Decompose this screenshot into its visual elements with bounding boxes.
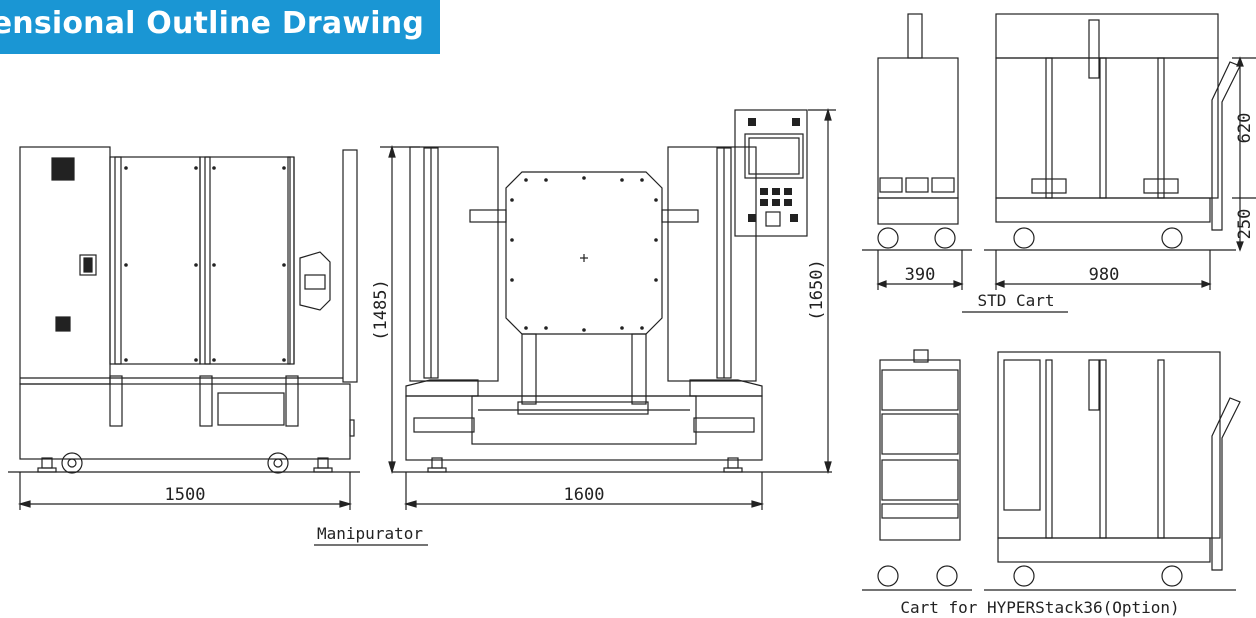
dim-250: 250 [1235,209,1255,240]
dim-1500: 1500 [165,485,206,505]
dim-620: 620 [1235,113,1255,144]
dim-390: 390 [905,265,936,285]
std-cart-drawing [862,13,1256,313]
manipurator-side-view [8,146,360,510]
page-title: ensional Outline Drawing [0,6,424,41]
manipurator-front-view [380,107,836,510]
caption-std-cart: STD Cart [977,291,1054,310]
dim-980: 980 [1089,265,1120,285]
caption-option-cart: Cart for HYPERStack36(Option) [900,598,1179,617]
option-cart-drawing [862,349,1241,591]
dim-1485: (1485) [371,279,391,340]
title-banner: ensional Outline Drawing [0,0,440,54]
dim-1600: 1600 [564,485,605,505]
dim-1650: (1650) [807,259,827,320]
caption-manipurator: Manipurator [317,524,423,543]
